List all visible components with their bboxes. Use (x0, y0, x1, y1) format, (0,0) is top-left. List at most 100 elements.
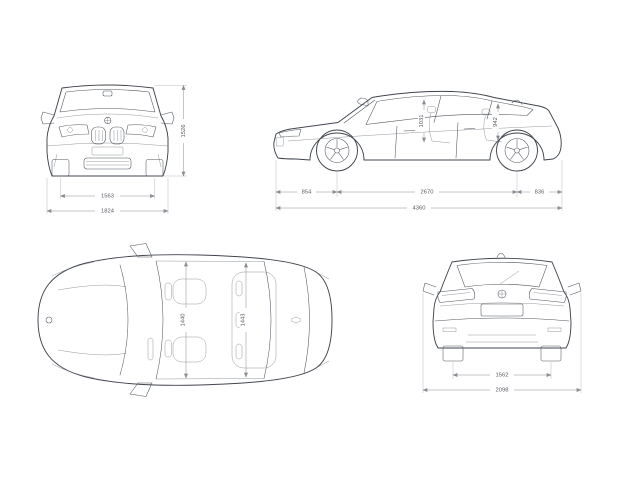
front-wheel-right (145, 159, 164, 177)
tailgate-line (439, 302, 565, 307)
front-windshield (59, 89, 156, 113)
hood-line-lower (57, 349, 127, 356)
side-view: 1031 942 854 2670 836 (273, 90, 563, 212)
headlight-edge-lower (51, 363, 95, 379)
dim-rear-track: 1562 (452, 362, 552, 379)
license-plate-recess (480, 303, 524, 317)
side-mirror (357, 97, 369, 107)
reflector-left (442, 327, 457, 332)
rear-mirror-right (567, 282, 582, 296)
antenna-fin (511, 99, 523, 105)
diffuser-lines (466, 334, 538, 343)
front-bumper-line (46, 142, 169, 147)
side-headlight (278, 129, 302, 138)
character-line (287, 125, 553, 142)
headroom-front-label: 1031 (419, 115, 425, 128)
overall-length-label: 4360 (413, 205, 426, 211)
front-intake (83, 157, 132, 170)
windshield-cowl-arc (119, 264, 129, 376)
rear-mirror-left (422, 282, 437, 296)
interior-width-rear-label: 1443 (240, 314, 246, 327)
brand-roundel-top-icon (45, 316, 53, 324)
taillight-rear-left (437, 288, 475, 303)
intake-slats (86, 161, 129, 166)
dim-interior-width-front: 1440 (179, 261, 188, 379)
rear-wheel-right (540, 345, 562, 362)
rear-track-label: 1562 (496, 372, 509, 378)
rear-antenna-fin (496, 252, 506, 258)
dim-headroom-front: 1031 (418, 99, 426, 143)
hood-line-upper (57, 284, 127, 291)
brand-roundel-rear-cross (498, 290, 506, 298)
rear-wiper (499, 270, 520, 285)
dim-front-track: 1563 (59, 178, 156, 200)
antenna-fin-top (290, 317, 302, 323)
front-body-outline (46, 84, 169, 177)
rear-overhang-label: 836 (535, 189, 545, 195)
side-glass-outline (365, 95, 534, 125)
kidney-grille-right (109, 126, 125, 145)
rear-body-outline (432, 257, 572, 349)
side-body-outline (273, 90, 562, 161)
interior-seats (427, 106, 503, 144)
kidney-grille-left (91, 126, 106, 145)
dim-front-height: 1526 (155, 84, 187, 177)
front-bonnet-line (56, 113, 159, 119)
front-view: 1563 1824 1526 (40, 84, 187, 215)
width-incl-mirrors-label: 2098 (496, 387, 509, 393)
reflector-right (547, 327, 562, 332)
taillight-rear-left-line (441, 292, 471, 296)
rear-bumper-line (434, 317, 570, 322)
taillight-rear-right-line (533, 292, 563, 296)
taillight-slash-lower (315, 360, 330, 369)
rear-bench (231, 271, 277, 369)
door-handles (403, 128, 476, 132)
front-mirror-left (40, 111, 55, 125)
front-overhang-label: 854 (302, 189, 312, 195)
headlight-left-ring (67, 127, 73, 133)
taillight-slash-upper (315, 271, 330, 280)
dim-front-overall-width: 1824 (46, 178, 169, 215)
door-seam-rear (455, 122, 459, 159)
grille-bars (95, 130, 122, 141)
hatch-rear-arc (303, 266, 310, 374)
top-mirror-upper (129, 243, 153, 258)
side-rear-wheel (496, 129, 538, 172)
b-pillar (433, 95, 442, 123)
c-pillar-line (486, 100, 493, 120)
front-track-label: 1563 (101, 193, 114, 199)
steering-wheel (147, 337, 154, 361)
dim-width-incl-mirrors: 2098 (422, 293, 582, 394)
dim-side-row: 854 2670 836 (275, 160, 563, 211)
side-front-wheel (316, 129, 358, 172)
door-seam-front (394, 125, 398, 159)
roof-front-arc (155, 260, 164, 380)
dim-interior-width-rear: 1443 (239, 262, 248, 378)
rear-wheel-left (442, 345, 464, 362)
top-view: 1440 1443 (37, 243, 333, 397)
roof-edge-upper (155, 260, 265, 262)
front-width-label: 1824 (101, 208, 115, 214)
interior-width-front-label: 1440 (180, 314, 186, 327)
headroom-rear-label: 942 (493, 117, 499, 127)
front-plate (91, 146, 124, 156)
rear-window-arc (263, 261, 272, 379)
front-wheel-left (51, 159, 70, 177)
corner-vent-left (53, 153, 58, 168)
top-mirror-lower (129, 382, 153, 397)
headlight-left (58, 124, 90, 138)
corner-vent-right (157, 153, 162, 168)
top-interior-seats (147, 271, 277, 369)
roof-edge-lower (155, 378, 265, 380)
front-mirror-right (160, 111, 175, 125)
rear-window (456, 261, 548, 288)
dim-overall-length: 4360 (275, 204, 563, 212)
headlight-edge-upper (51, 261, 95, 277)
brand-roundel-cross (104, 117, 111, 124)
headlight-right (125, 124, 157, 138)
front-height-label: 1526 (181, 125, 187, 138)
side-windshield-line (343, 99, 376, 124)
top-body-outline (37, 254, 333, 386)
